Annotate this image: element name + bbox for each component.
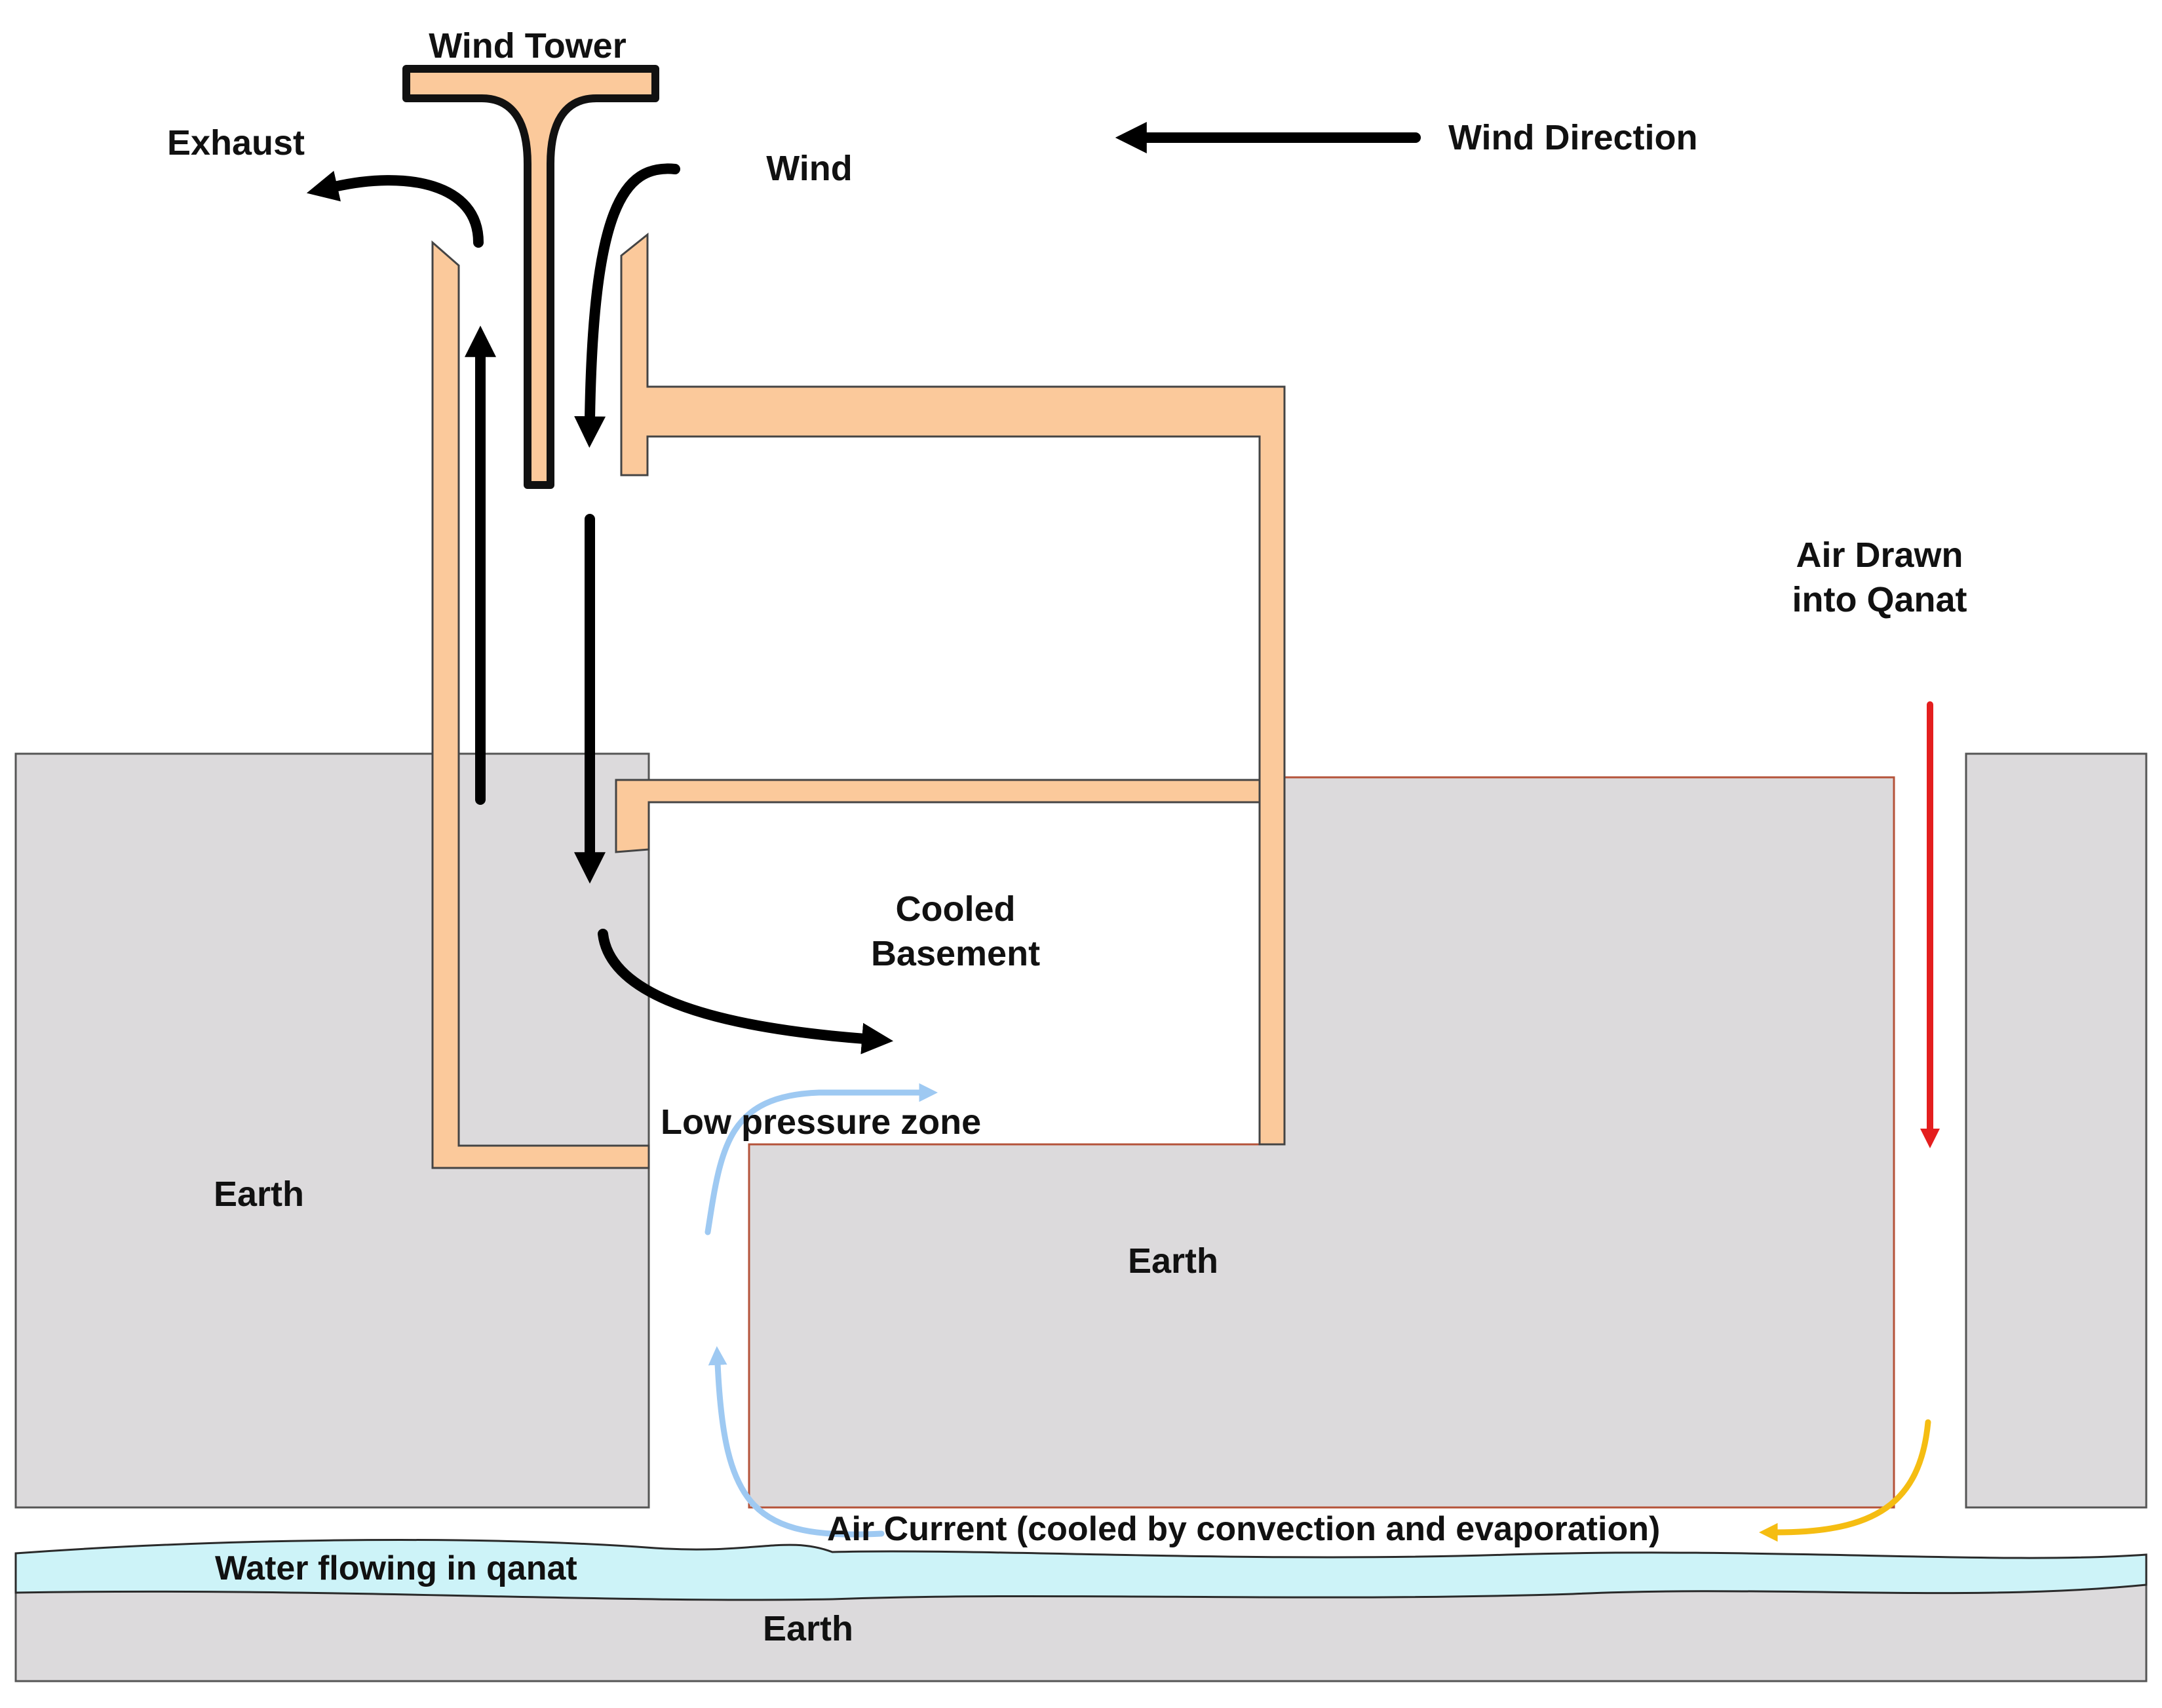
blue-air-arrow-upper: [705, 1083, 938, 1235]
label-earth-bottom: Earth: [763, 1609, 853, 1648]
label-wind: Wind: [766, 149, 852, 188]
exhaust-arrow: [306, 170, 484, 248]
basement-ceiling: [615, 779, 1261, 853]
wind-inflow-arrow: [574, 163, 680, 448]
label-water-flowing: Water flowing in qanat: [215, 1549, 577, 1587]
earth-left-block: [14, 752, 650, 1509]
label-air-drawn-line2: into Qanat: [1792, 580, 1967, 619]
label-air-current: Air Current (cooled by convection and ev…: [827, 1510, 1660, 1548]
wind-tower-cap: [402, 65, 659, 489]
tower-wall-right: [620, 232, 1286, 1146]
label-earth-left: Earth: [214, 1174, 304, 1214]
water-channel: [14, 1539, 2148, 1601]
label-cooled-line2: Basement: [871, 934, 1040, 973]
label-low-pressure-zone: Low pressure zone: [661, 1102, 981, 1142]
blue-air-arrow-lower: [708, 1346, 885, 1538]
label-air-drawn-line1: Air Drawn: [1796, 535, 1963, 575]
label-wind-direction: Wind Direction: [1448, 118, 1698, 157]
label-exhaust: Exhaust: [167, 123, 305, 163]
label-cooled-line1: Cooled: [896, 889, 1016, 929]
air-current-arrow: [1758, 1419, 1931, 1542]
basement-flow-arrow: [598, 929, 894, 1055]
label-earth-middle: Earth: [1128, 1241, 1218, 1281]
tower-wall-left: [431, 240, 650, 1169]
earth-right-block: [1965, 752, 2148, 1509]
earth-middle-block: [748, 776, 1895, 1509]
label-wind-tower: Wind Tower: [429, 26, 626, 66]
